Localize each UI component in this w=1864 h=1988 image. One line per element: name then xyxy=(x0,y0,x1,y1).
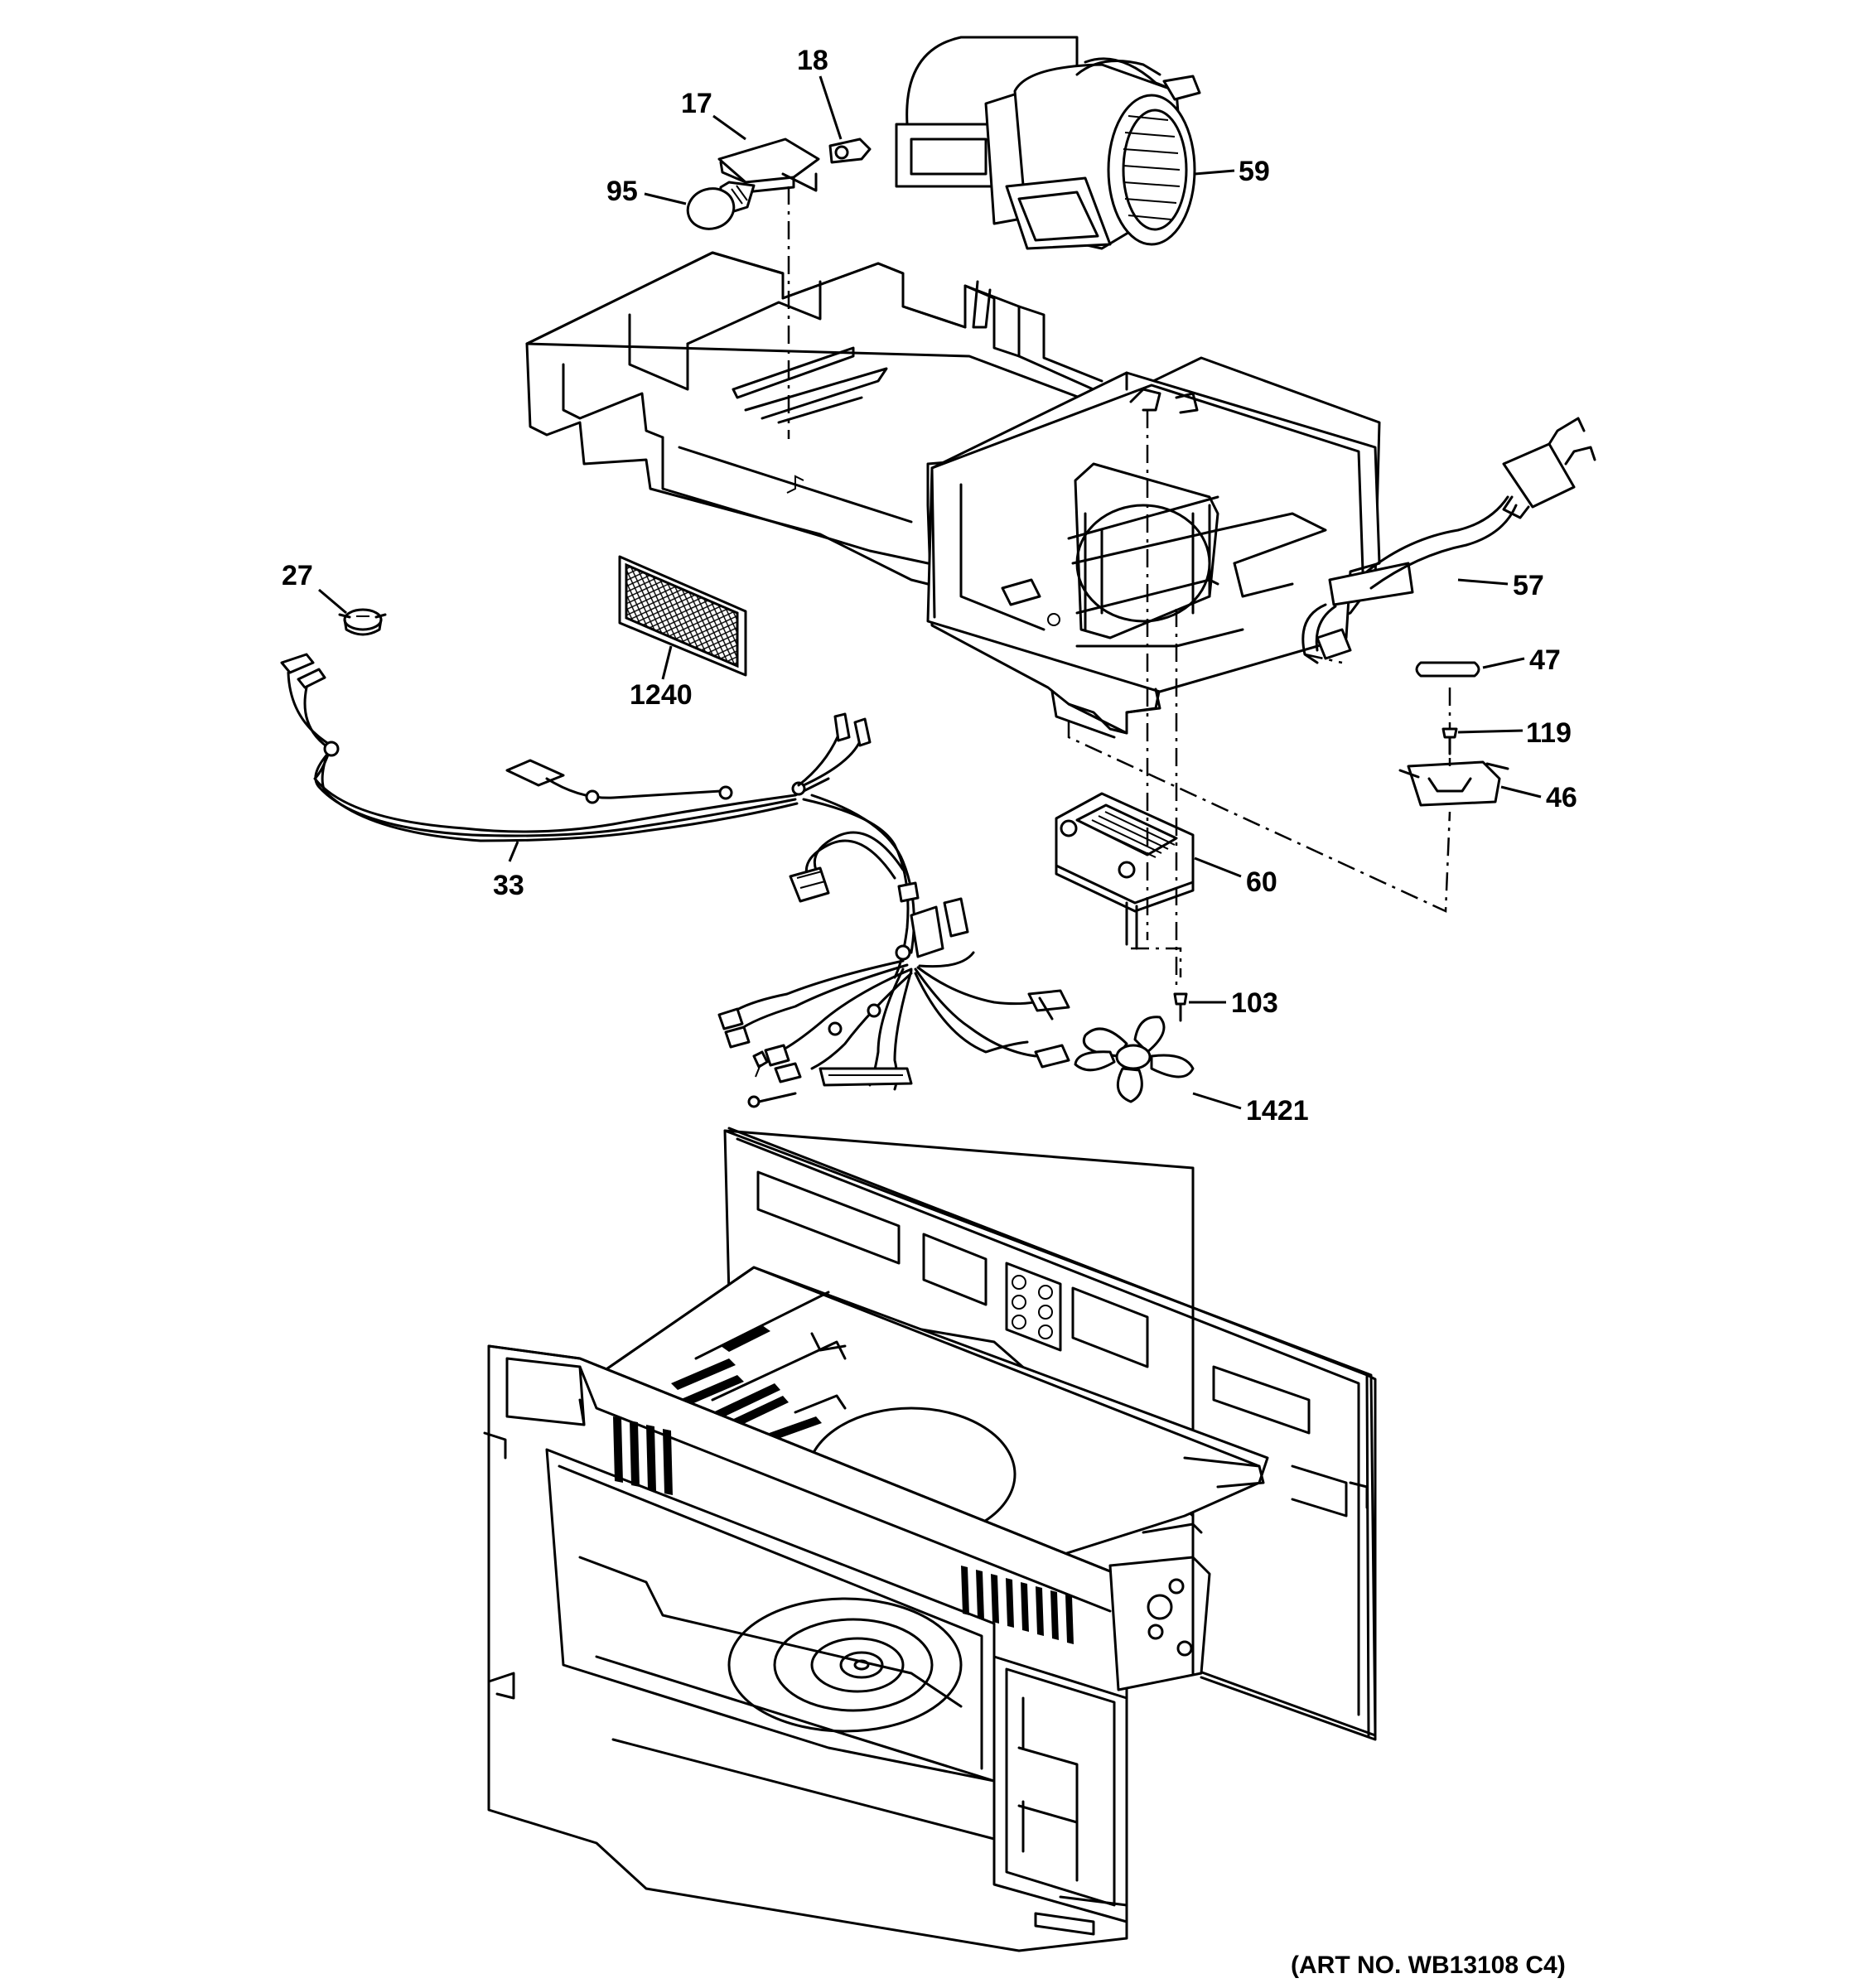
part-number-1240: 1240 xyxy=(630,679,693,711)
leader-lines xyxy=(318,75,1542,1110)
part-number-60: 60 xyxy=(1246,866,1277,898)
main-wire-harness-part xyxy=(717,794,1070,1108)
part-number-47: 47 xyxy=(1529,644,1561,676)
charcoal-filter-part xyxy=(618,555,747,677)
cord-bracket-part xyxy=(1398,760,1509,807)
part-number-1421: 1421 xyxy=(1246,1095,1309,1127)
fan-motor-part xyxy=(1055,792,1195,950)
part-number-59: 59 xyxy=(1239,156,1270,187)
part-number-18: 18 xyxy=(797,45,828,76)
screw-part xyxy=(1441,727,1458,755)
blower-fan-part xyxy=(895,36,1201,250)
cord-clip-part xyxy=(1415,661,1480,678)
art-number-label: (ART NO. WB13108 C4) xyxy=(1291,1952,1566,1979)
part-number-33: 33 xyxy=(493,870,524,901)
assembly-center-lines xyxy=(787,186,1451,990)
part-number-119: 119 xyxy=(1526,717,1572,749)
lamp-socket-part xyxy=(717,138,820,194)
thermostat-part xyxy=(338,608,387,636)
upper-housing-part xyxy=(525,251,1381,739)
part-number-57: 57 xyxy=(1513,570,1544,601)
power-cord-part xyxy=(1301,417,1596,664)
light-bulb-part xyxy=(686,181,756,230)
screw-part xyxy=(1173,992,1188,1022)
part-number-103: 103 xyxy=(1231,987,1278,1019)
part-number-46: 46 xyxy=(1546,782,1577,813)
part-number-labels: 18 17 95 59 27 1240 57 47 119 46 33 60 1… xyxy=(282,45,1577,1127)
oven-cavity-chassis-part xyxy=(483,1127,1377,1952)
wire-harness-part xyxy=(280,653,872,842)
fan-blade-part xyxy=(1074,1016,1195,1103)
part-number-95: 95 xyxy=(606,176,638,207)
lamp-holder-part xyxy=(828,138,872,164)
part-number-27: 27 xyxy=(282,560,313,591)
part-number-17: 17 xyxy=(681,88,712,119)
